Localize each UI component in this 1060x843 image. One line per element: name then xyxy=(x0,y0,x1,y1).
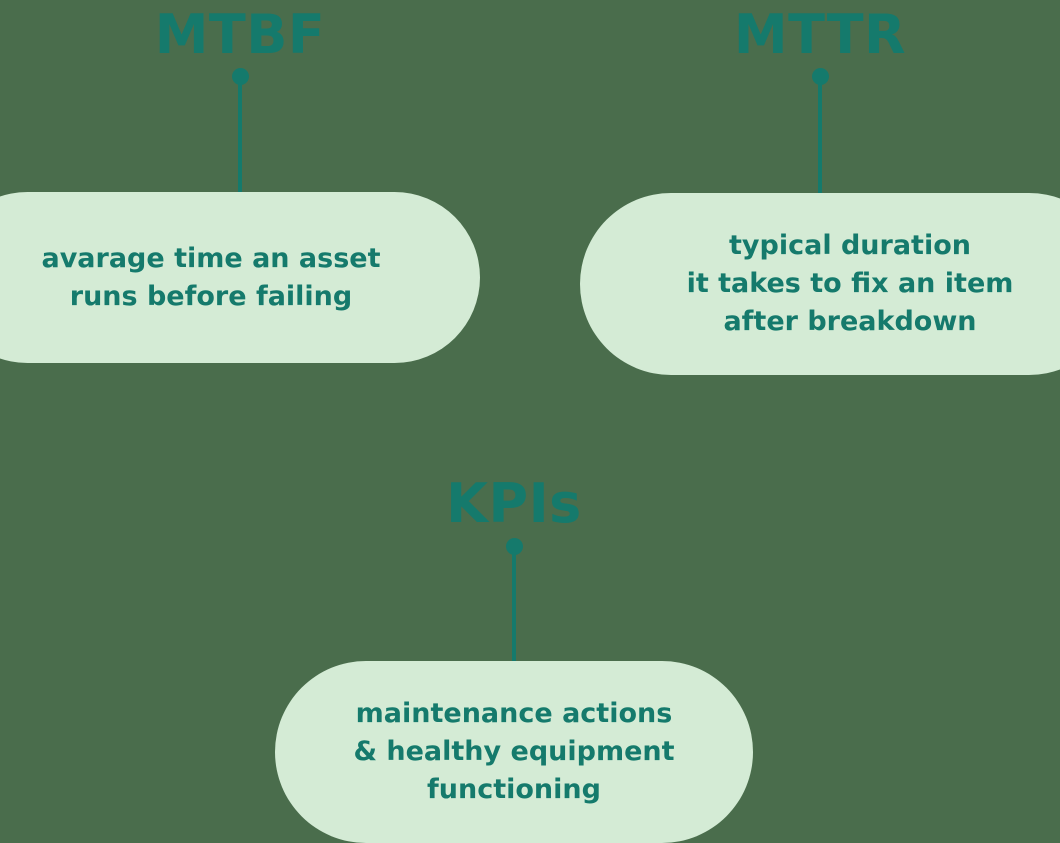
node-kpis-title: KPIs xyxy=(446,472,582,535)
node-mtbf-title: MTBF xyxy=(154,3,326,66)
node-kpis-description: maintenance actions & healthy equipment … xyxy=(353,698,675,805)
node-mttr-title: MTTR xyxy=(733,3,907,66)
node-mtbf-description: avarage time an asset runs before failin… xyxy=(41,242,381,312)
node-kpis-pill: maintenance actions & healthy equipment … xyxy=(275,661,753,843)
node-mttr-description: typical duration it takes to fix an item… xyxy=(686,230,1014,337)
node-mttr-pill: typical duration it takes to fix an item… xyxy=(580,193,1060,375)
connector-stem-icon xyxy=(512,546,516,661)
connector-stem-icon xyxy=(818,76,822,194)
node-mtbf-pill: avarage time an asset runs before failin… xyxy=(0,192,480,363)
connector-stem-icon xyxy=(238,76,242,192)
